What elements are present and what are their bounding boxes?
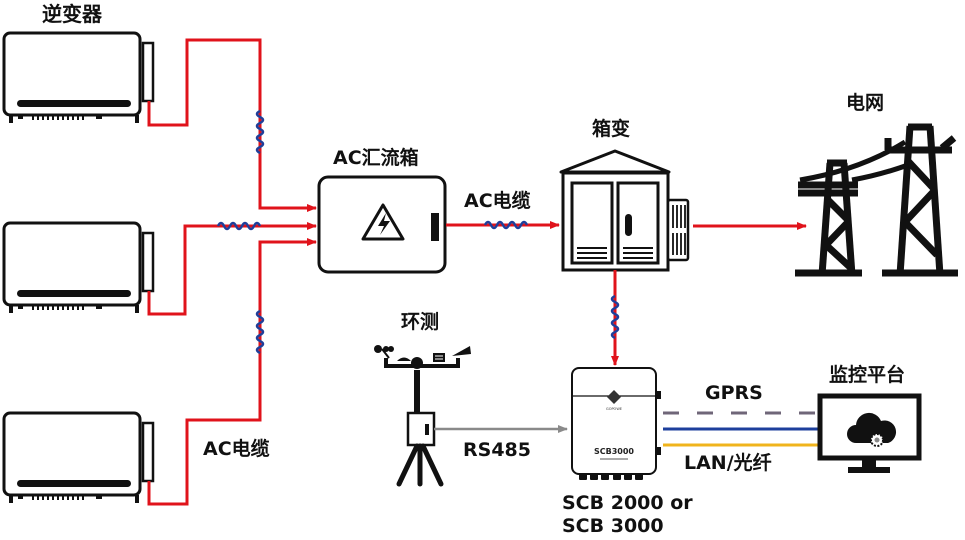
- scb-device-label: SCB3000: [594, 447, 634, 456]
- label-scb-model-1: SCB 2000 or: [562, 492, 693, 514]
- label-ac-cable-top: AC电缆: [464, 190, 531, 212]
- svg-text:GOPOWE: GOPOWE: [606, 407, 622, 411]
- monitoring-platform-icon: [817, 393, 922, 473]
- ac-combiner-box: [317, 175, 447, 274]
- label-rs485: RS485: [463, 439, 531, 461]
- label-monitoring-platform: 监控平台: [829, 364, 906, 386]
- ac-line-inverter-1: [147, 38, 317, 212]
- label-weather-station: 环测: [401, 311, 440, 333]
- inverter-3: [2, 411, 155, 505]
- label-grid: 电网: [846, 92, 885, 114]
- inverter-2: [2, 221, 155, 315]
- scb-data-logger: GOPOWE SCB3000: [571, 367, 661, 480]
- label-box-transformer: 箱变: [592, 118, 631, 140]
- weather-station-icon: [374, 345, 471, 487]
- ac-line-inverter-2: [147, 222, 317, 316]
- brand-logo-icon: [607, 390, 621, 404]
- label-ac-cable-bottom: AC电缆: [203, 438, 270, 460]
- label-scb-model-2: SCB 3000: [562, 515, 664, 537]
- cloud-icon: [847, 412, 897, 443]
- label-inverter: 逆变器: [42, 2, 102, 26]
- label-ac-combiner: AC汇流箱: [333, 147, 419, 169]
- ac-line-inverter-3: [147, 238, 317, 506]
- label-gprs: GPRS: [705, 382, 763, 404]
- label-lan: LAN/光纤: [684, 452, 772, 474]
- inverter-1: [2, 31, 155, 125]
- power-grid-towers-icon: [795, 123, 958, 277]
- box-transformer: [559, 149, 690, 272]
